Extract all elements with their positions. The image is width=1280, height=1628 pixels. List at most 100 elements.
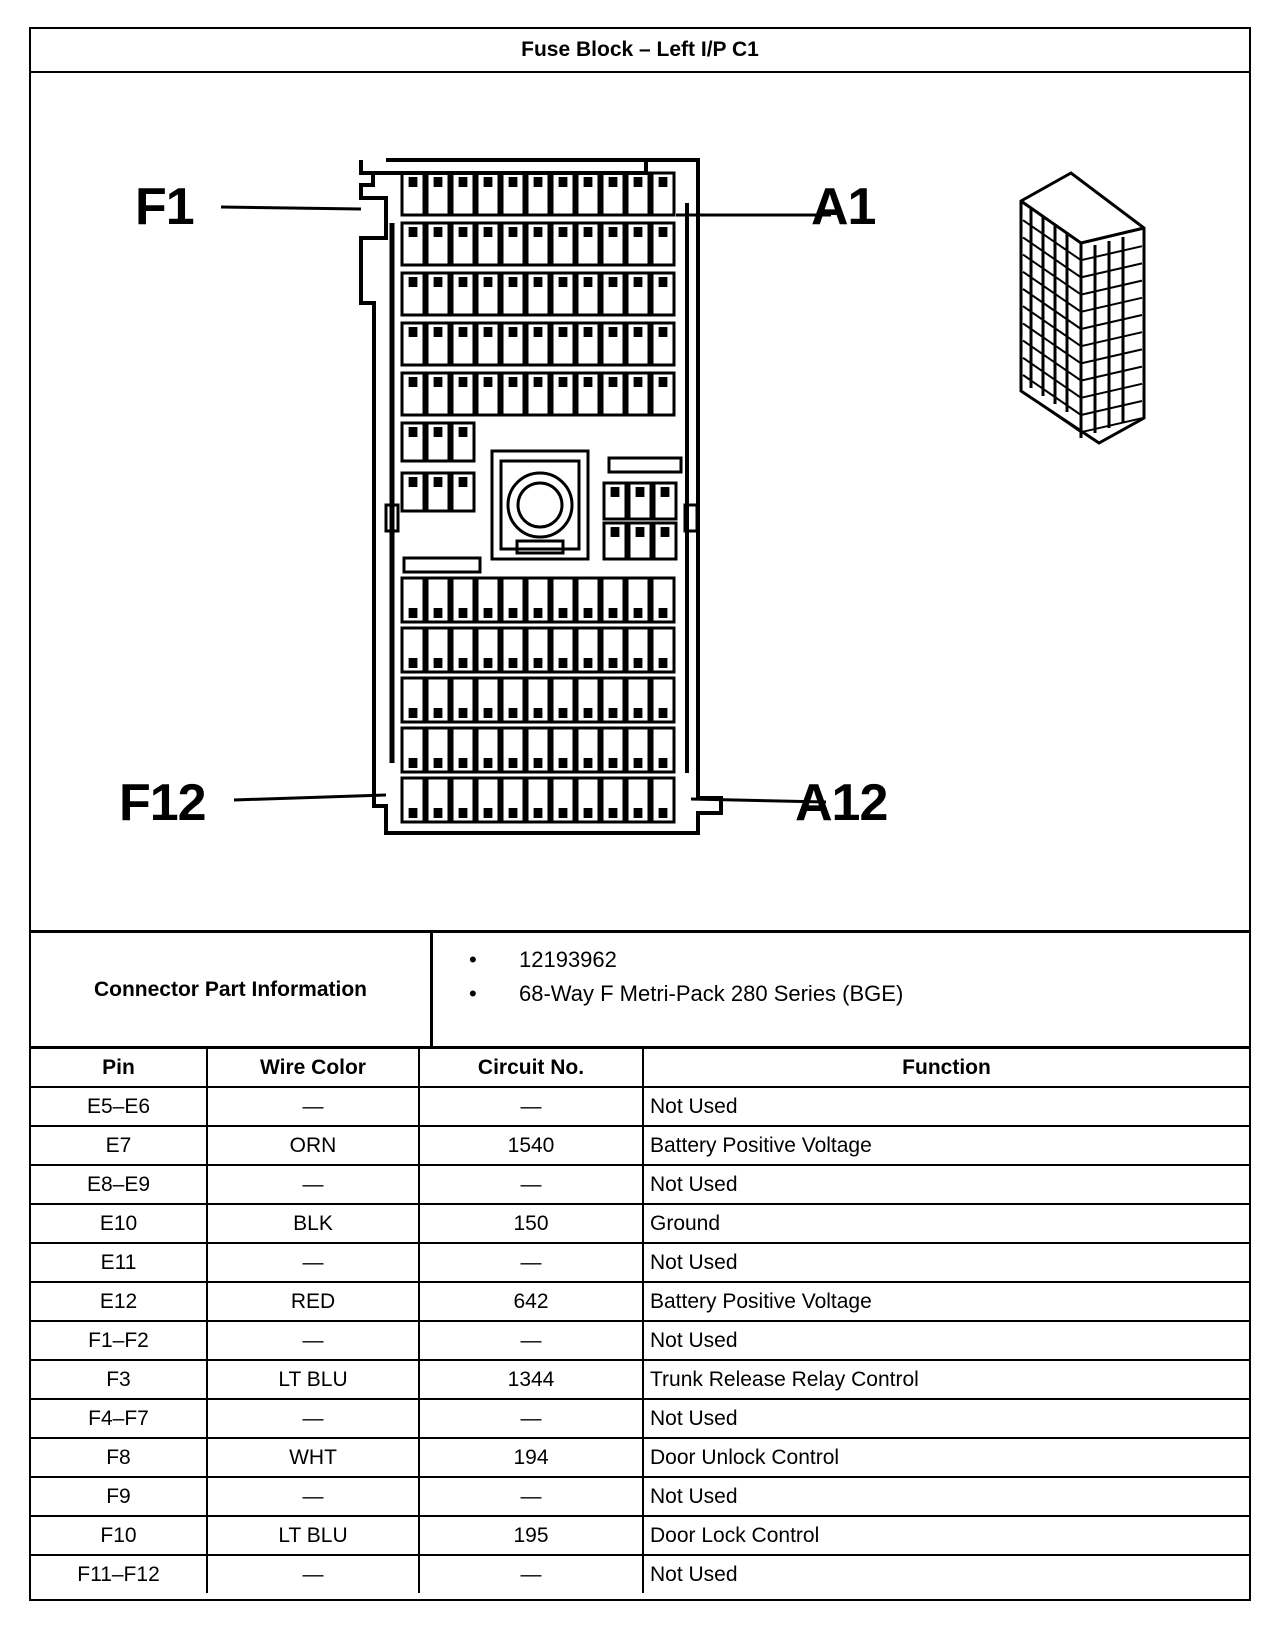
pin-cavity [650,776,676,824]
pin-cavity [602,481,628,521]
pin-cavity [425,321,451,367]
pin-latch-mark [558,658,568,668]
pin-latch-mark [458,477,468,487]
circuit-no-cell: 1540 [418,1125,644,1166]
callout-f1: F1 [135,178,195,236]
pin-latch-mark [610,487,620,497]
pin-cavity [400,626,426,674]
pin-latch-mark [458,227,468,237]
pin-cell: F10 [31,1515,208,1556]
pin-latch-mark [633,377,643,387]
sketch-row-line [1080,348,1143,365]
pin-latch-mark [483,377,493,387]
pin-cavity [450,626,476,674]
pin-latch-mark [408,758,418,768]
pin-cavity [525,676,551,724]
pin-latch-mark [583,377,593,387]
page-title: Fuse Block – Left I/P C1 [31,29,1249,73]
pin-latch-mark [558,708,568,718]
sketch-row-line [1022,374,1082,416]
pin-latch-mark [608,227,618,237]
circuit-no-cell: 194 [418,1437,644,1478]
wire-color-cell: — [206,1476,420,1517]
table-row: F1–F2——Not Used [31,1320,1249,1361]
pin-latch-mark [533,808,543,818]
pin-cavity [627,481,653,521]
sketch-row-line [1022,253,1082,296]
pin-latch-mark [660,487,670,497]
callout-a1: A1 [811,178,876,236]
pin-cavity [625,371,651,417]
pin-cavity [500,576,526,624]
sketch-row-line [1080,314,1143,330]
pin-latch-mark [658,177,668,187]
circuit-no-cell: — [418,1554,644,1593]
pin-cavity [650,726,676,774]
header-pin: Pin [31,1049,208,1088]
part-info-list: 1219396268-Way F Metri-Pack 280 Series (… [461,943,903,1011]
pin-latch-mark [408,658,418,668]
pin-cavity [625,271,651,317]
pin-cavity [525,776,551,824]
wire-color-cell: — [206,1164,420,1205]
pin-cavity [400,321,426,367]
pin-latch-mark [610,527,620,537]
part-info-label: Connector Part Information [31,933,433,1046]
pin-cavity [600,321,626,367]
table-row: E8–E9——Not Used [31,1164,1249,1205]
function-cell: Door Lock Control [642,1515,1249,1556]
pin-latch-mark [633,708,643,718]
pin-latch-mark [483,277,493,287]
pin-cavity [450,421,476,463]
pin-latch-mark [658,377,668,387]
pin-cavity [450,271,476,317]
pin-cell: E5–E6 [31,1086,208,1127]
pin-cavity [525,321,551,367]
pin-cavity [425,171,451,217]
pin-cavity [600,171,626,217]
pin-cavity [550,626,576,674]
pin-latch-mark [508,658,518,668]
part-info-item: 68-Way F Metri-Pack 280 Series (BGE) [461,977,903,1011]
sketch-row-line [1080,296,1143,313]
pin-cavity [625,221,651,267]
sketch-row-line [1080,382,1143,399]
pin-latch-mark [408,477,418,487]
pin-cavity [425,776,451,824]
pin-cavity [575,221,601,267]
circuit-no-cell: 195 [418,1515,644,1556]
pin-latch-mark [608,808,618,818]
pin-cavity [425,221,451,267]
pin-latch-mark [633,327,643,337]
pin-cavity [525,576,551,624]
pin-latch-mark [608,658,618,668]
pin-cavity [500,371,526,417]
pin-cell: F3 [31,1359,208,1400]
pin-cavity [600,676,626,724]
pin-latch-mark [433,327,443,337]
pin-latch-mark [633,177,643,187]
pin-latch-mark [508,608,518,618]
pin-cavity [450,726,476,774]
pin-cell: E8–E9 [31,1164,208,1205]
pin-latch-mark [508,277,518,287]
pin-cavity [450,171,476,217]
pin-latch-mark [658,608,668,618]
circuit-no-cell: 150 [418,1203,644,1244]
function-cell: Not Used [642,1320,1249,1361]
pin-latch-mark [483,227,493,237]
pin-latch-mark [633,227,643,237]
sketch-row-line [1022,339,1082,382]
callout-a12: A12 [795,774,888,832]
circuit-no-cell: — [418,1164,644,1205]
pin-latch-mark [583,227,593,237]
pin-latch-mark [558,327,568,337]
pin-cavity [525,371,551,417]
pin-latch-mark [433,177,443,187]
pin-cavity [550,726,576,774]
pin-cavity [525,221,551,267]
pin-latch-mark [483,758,493,768]
